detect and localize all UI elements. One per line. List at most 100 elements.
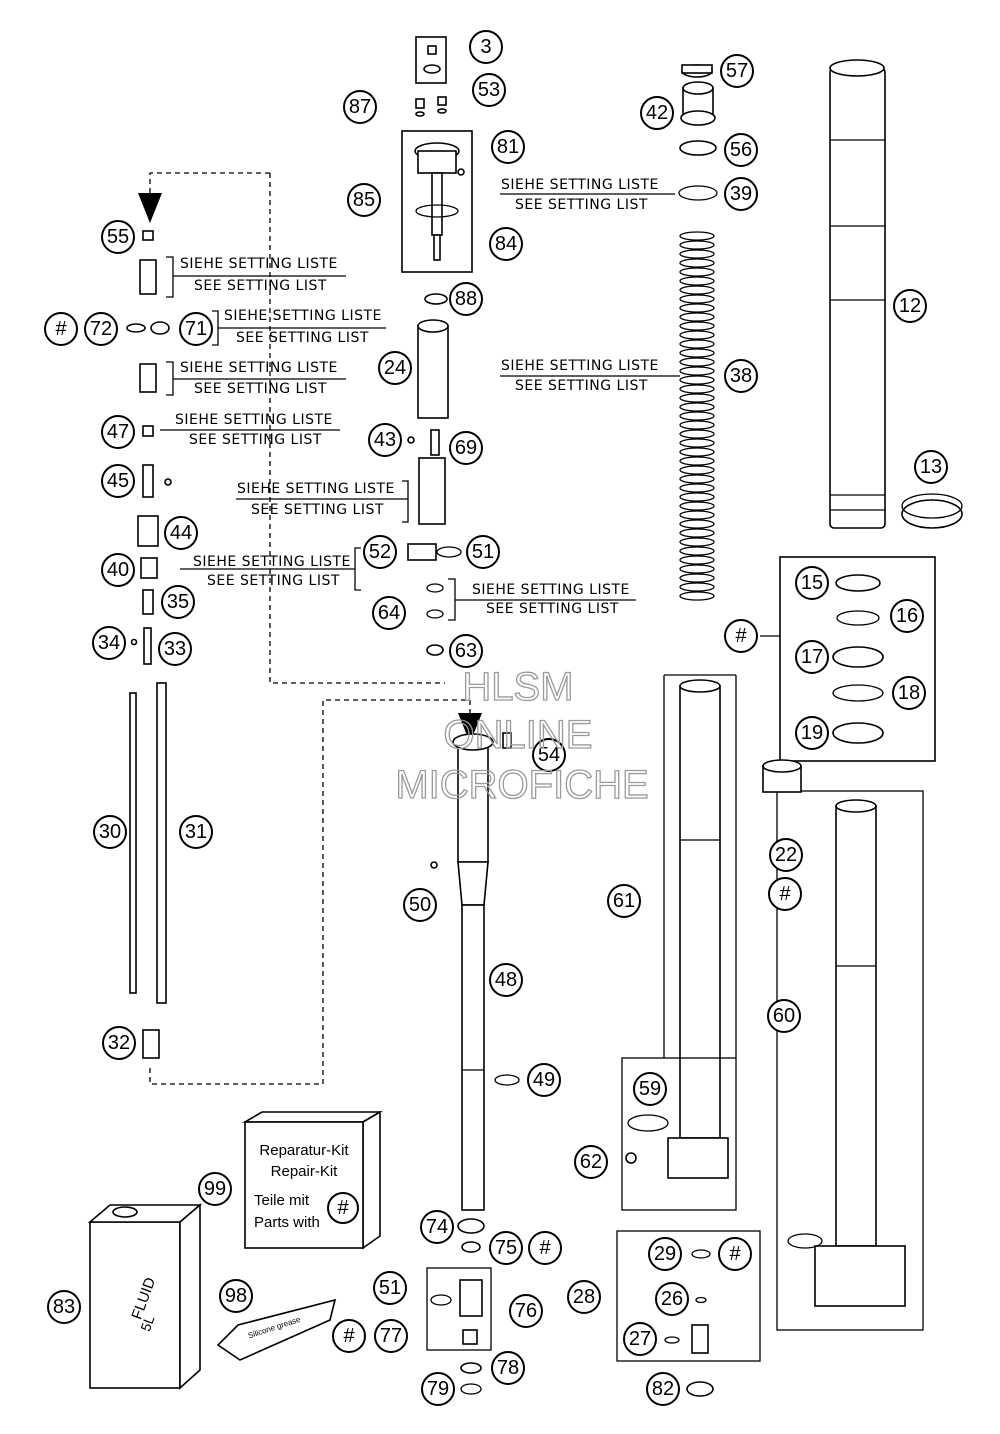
part-28-box bbox=[616, 1230, 761, 1362]
assembly-dashed-path-bottom bbox=[149, 699, 471, 1085]
spring-coil bbox=[679, 591, 715, 601]
callout-83-49-circle bbox=[47, 1290, 81, 1324]
callout-72-15-circle bbox=[84, 312, 118, 346]
part-12-outer-tube bbox=[829, 67, 886, 529]
part-61-fork-leg bbox=[679, 685, 721, 1139]
part-24 bbox=[417, 325, 449, 419]
callout-35-23-label: 35 bbox=[167, 591, 189, 613]
part-47 bbox=[142, 425, 154, 437]
spring-coil bbox=[679, 537, 715, 547]
part-87-washer bbox=[415, 111, 425, 117]
callout-98-50-label: 98 bbox=[225, 1285, 247, 1307]
callout-55-11-label: 55 bbox=[107, 226, 129, 248]
callout-77-55-label: 77 bbox=[380, 1325, 402, 1347]
spring-coil bbox=[679, 564, 715, 574]
callout-51-53: 51 bbox=[373, 1271, 407, 1305]
callout-35-23-circle bbox=[161, 585, 195, 619]
callout-34-33: 34 bbox=[92, 626, 126, 660]
callout-74-51-label: 74 bbox=[426, 1216, 448, 1238]
callout-35-23: 35 bbox=[161, 585, 195, 619]
part-82 bbox=[686, 1381, 714, 1397]
part-54 bbox=[502, 732, 512, 749]
part-99-box-side bbox=[362, 1110, 381, 1250]
callout-57-3-circle bbox=[720, 54, 754, 88]
spring-coil bbox=[679, 492, 715, 502]
callout-62-47-label: 62 bbox=[580, 1151, 602, 1173]
callout-60-41: 60 bbox=[767, 999, 801, 1033]
part-48-tube bbox=[461, 904, 485, 1211]
callout-72-15: 72 bbox=[84, 312, 118, 346]
watermark-line-3: MICROFICHE bbox=[395, 763, 648, 807]
callout-63-35: 63 bbox=[449, 634, 483, 668]
spring-coil bbox=[679, 456, 715, 466]
spring-coil bbox=[679, 420, 715, 430]
callout-39-6-circle bbox=[724, 177, 758, 211]
callout-33-34: 33 bbox=[158, 632, 192, 666]
spring-coil bbox=[679, 447, 715, 457]
callout-43-18: 43 bbox=[368, 423, 402, 457]
kit-line-3: Teile mit bbox=[254, 1192, 310, 1209]
callout-77-55: 77 bbox=[374, 1319, 408, 1353]
note-39-line-1: SIEHE SETTING LISTE bbox=[501, 177, 659, 193]
part-30 bbox=[129, 692, 137, 994]
spring-coil bbox=[679, 411, 715, 421]
repair-kit-text: Reparatur-Kit Repair-Kit Teile mit Parts… bbox=[254, 1142, 349, 1231]
callout-48-42-circle bbox=[489, 963, 523, 997]
callout-26-60: 26 bbox=[655, 1282, 689, 1316]
spring-coil bbox=[679, 528, 715, 538]
part-12-top bbox=[829, 59, 885, 77]
callout-39-6-label: 39 bbox=[730, 183, 752, 205]
callout-79-57: 79 bbox=[421, 1372, 455, 1406]
callout-85-8-label: 85 bbox=[353, 189, 375, 211]
spring-coil bbox=[679, 285, 715, 295]
callout-28-58: 28 bbox=[567, 1280, 601, 1314]
part-62 bbox=[625, 1152, 637, 1164]
callout-31-38: 31 bbox=[179, 815, 213, 849]
callout-hash-0-label: # bbox=[55, 318, 67, 340]
part-48-top bbox=[452, 733, 494, 751]
part-34 bbox=[130, 638, 138, 646]
part-45 bbox=[142, 464, 154, 498]
part-33 bbox=[143, 627, 152, 665]
callout-69-19-circle bbox=[449, 431, 483, 465]
callout-53-2-circle bbox=[472, 73, 506, 107]
callout-27-61: 27 bbox=[623, 1322, 657, 1356]
note-52: SIEHE SETTING LISTE SEE SETTING LIST bbox=[180, 547, 361, 591]
part-15 bbox=[835, 574, 881, 592]
part-24-top bbox=[417, 319, 449, 333]
spring-coil bbox=[679, 582, 715, 592]
part-42-bottom bbox=[680, 110, 716, 126]
callout-98-50: 98 bbox=[219, 1279, 253, 1313]
part-76-box bbox=[426, 1267, 492, 1351]
kit-hash: # bbox=[337, 1197, 349, 1219]
callout-hash-5-label: # bbox=[729, 1243, 741, 1265]
note-64: SIEHE SETTING LISTE SEE SETTING LIST bbox=[448, 578, 636, 621]
callout-45-20-circle bbox=[101, 464, 135, 498]
callout-38-14-label: 38 bbox=[730, 365, 752, 387]
callout-12-10-circle bbox=[893, 289, 927, 323]
callout-52-24: 52 bbox=[363, 535, 397, 569]
callout-64-27-circle bbox=[372, 596, 406, 630]
note-55: SIEHE SETTING LISTE SEE SETTING LIST bbox=[166, 256, 346, 298]
spring-coil bbox=[679, 267, 715, 277]
note-71: SIEHE SETTING LISTE SEE SETTING LIST bbox=[212, 308, 386, 346]
callout-72-15-label: 72 bbox=[90, 318, 112, 340]
callout-33-34-label: 33 bbox=[164, 638, 186, 660]
spring-coil bbox=[679, 312, 715, 322]
note-spring-2-line-2: SEE SETTING LIST bbox=[194, 381, 327, 397]
callout-19-32-circle bbox=[795, 716, 829, 750]
callout-61-40-label: 61 bbox=[613, 890, 635, 912]
callout-47-17-label: 47 bbox=[107, 421, 129, 443]
callout-56-5-circle bbox=[724, 133, 758, 167]
note-38-line-2: SEE SETTING LIST bbox=[515, 378, 648, 394]
callout-17-30: 17 bbox=[795, 640, 829, 674]
callout-hash-4: # bbox=[332, 1319, 366, 1353]
callout-69-19-label: 69 bbox=[455, 437, 477, 459]
part-63 bbox=[426, 644, 444, 656]
callout-49-45: 49 bbox=[527, 1063, 561, 1097]
part-99-box bbox=[244, 1121, 364, 1249]
part-61-foot bbox=[667, 1137, 729, 1179]
callout-59-46-circle bbox=[633, 1072, 667, 1106]
callout-15-28-circle bbox=[795, 566, 829, 600]
spring-coil bbox=[679, 501, 715, 511]
